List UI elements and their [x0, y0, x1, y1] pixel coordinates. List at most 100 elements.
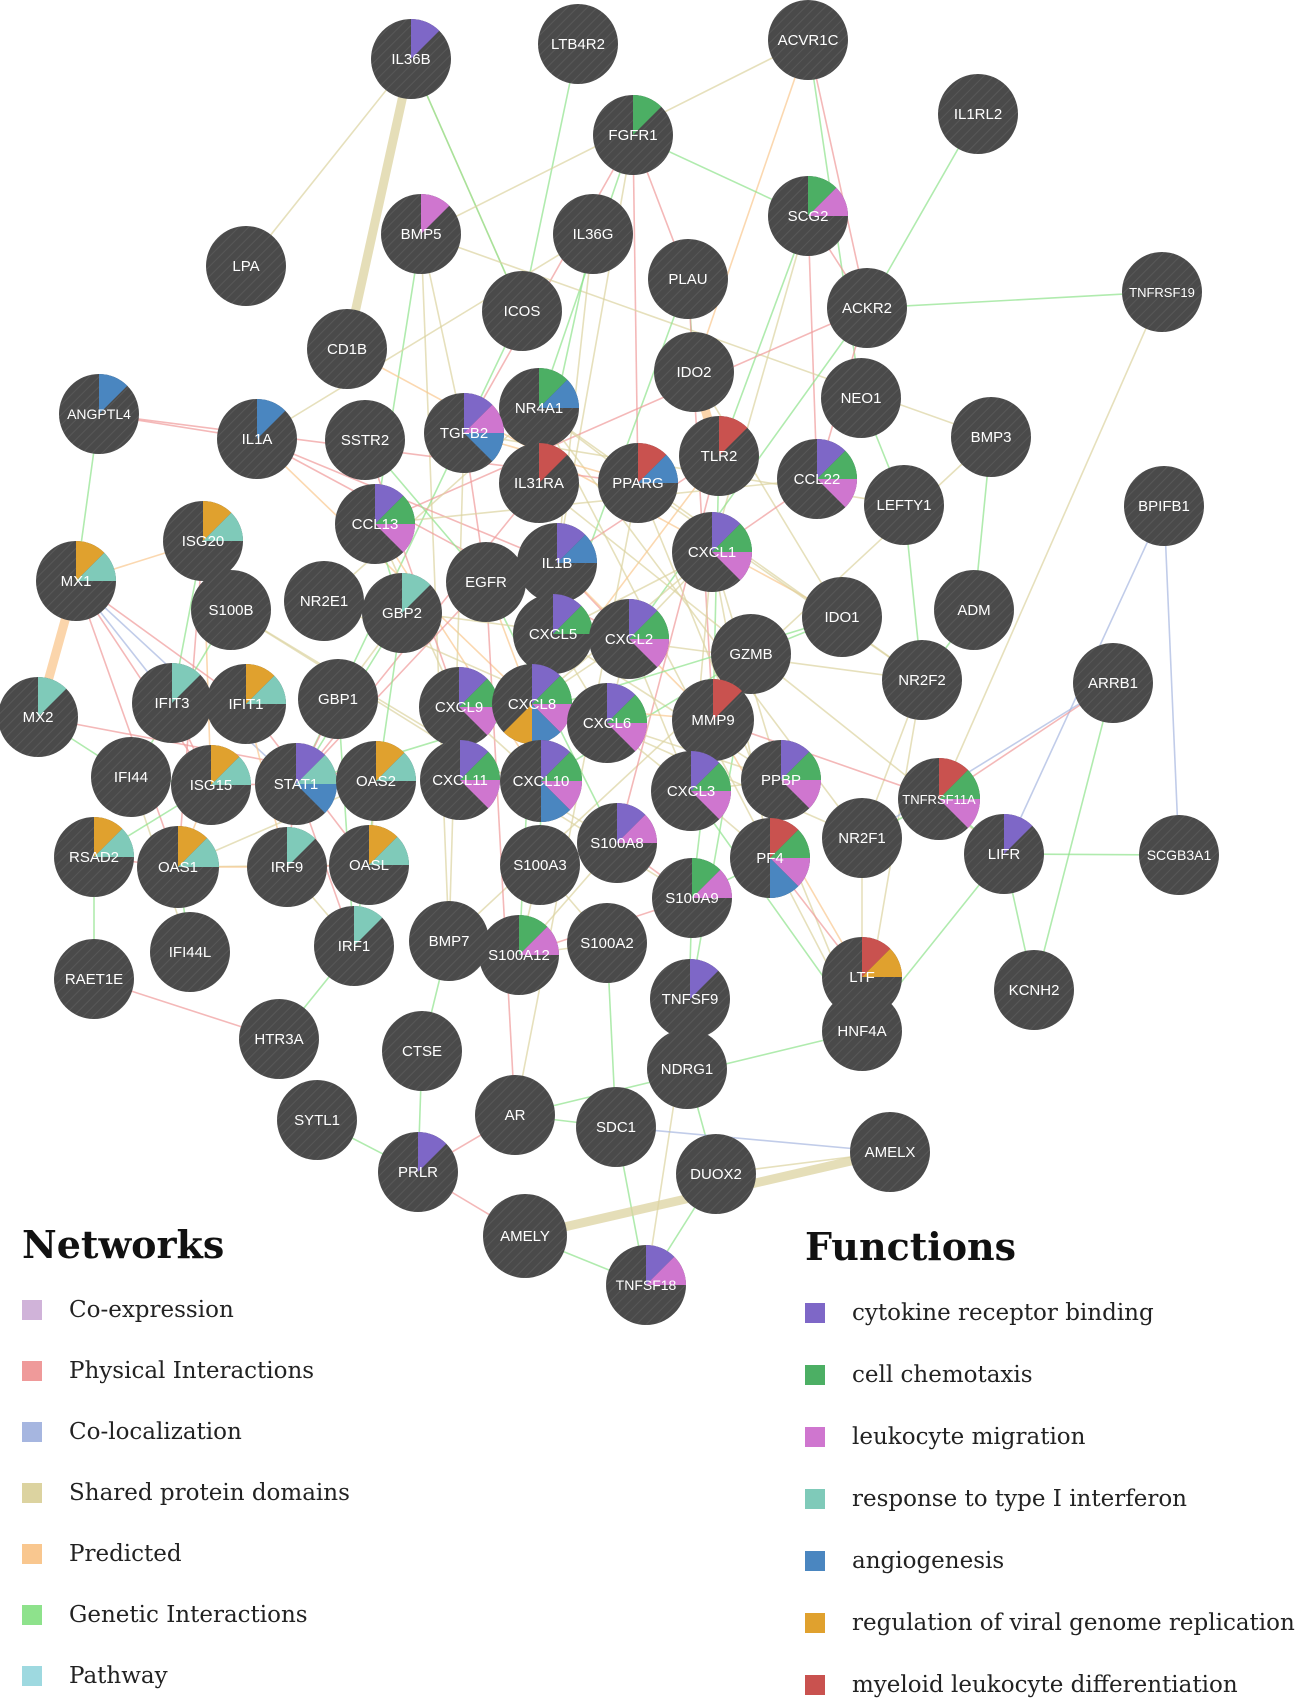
gene-node[interactable]: OAS1: [137, 826, 219, 908]
gene-node[interactable]: LEFTY1: [864, 465, 944, 545]
gene-node[interactable]: CCL22: [777, 439, 857, 519]
gene-node[interactable]: OAS2: [336, 741, 416, 821]
gene-node[interactable]: S100A9: [652, 858, 732, 938]
network-color-swatch: [22, 1483, 42, 1503]
gene-node[interactable]: GBP1: [298, 659, 378, 739]
gene-node[interactable]: CXCL6: [567, 683, 647, 763]
gene-node[interactable]: AMELY: [483, 1194, 567, 1278]
gene-node-label: IFIT3: [154, 695, 189, 712]
gene-node[interactable]: HTR3A: [239, 999, 319, 1079]
gene-node[interactable]: SCG2: [768, 176, 848, 256]
gene-node[interactable]: BMP5: [381, 194, 461, 274]
gene-node[interactable]: NEO1: [821, 358, 901, 438]
gene-node[interactable]: MX1: [36, 541, 116, 621]
gene-node[interactable]: IL1A: [217, 399, 297, 479]
gene-node[interactable]: PPARG: [598, 443, 678, 523]
gene-node[interactable]: CXCL10: [500, 740, 582, 822]
gene-node[interactable]: BMP7: [409, 901, 489, 981]
gene-node[interactable]: MX2: [0, 677, 78, 757]
gene-node[interactable]: GBP2: [362, 573, 442, 653]
gene-node[interactable]: HNF4A: [822, 991, 902, 1071]
gene-node[interactable]: LTB4R2: [538, 4, 618, 84]
gene-node[interactable]: CXCL2: [589, 599, 669, 679]
gene-node[interactable]: IL36G: [553, 194, 633, 274]
gene-node[interactable]: TGFB2: [424, 393, 504, 473]
gene-node[interactable]: BMP3: [951, 397, 1031, 477]
function-slice: [553, 605, 593, 634]
gene-node[interactable]: CCL13: [335, 484, 415, 564]
gene-node[interactable]: CXCL3: [651, 751, 731, 831]
gene-node[interactable]: IFIT1: [206, 664, 286, 744]
gene-node[interactable]: ISG20: [163, 501, 243, 581]
gene-node[interactable]: AR: [475, 1075, 555, 1155]
gene-node[interactable]: CXCL8: [492, 664, 572, 744]
gene-node[interactable]: GZMB: [711, 614, 791, 694]
gene-node[interactable]: IFIT3: [132, 663, 212, 743]
gene-node[interactable]: CTSE: [382, 1011, 462, 1091]
gene-node[interactable]: FGFR1: [593, 95, 673, 175]
gene-node[interactable]: IDO2: [654, 332, 734, 412]
gene-node[interactable]: NR2E1: [284, 561, 364, 641]
gene-node[interactable]: SCGB3A1: [1139, 815, 1219, 895]
gene-node[interactable]: S100A2: [567, 903, 647, 983]
gene-node[interactable]: IL1B: [517, 523, 597, 603]
gene-node[interactable]: S100B: [191, 570, 271, 650]
gene-node[interactable]: TNFRSF19: [1122, 252, 1202, 332]
gene-node[interactable]: SDC1: [576, 1087, 656, 1167]
gene-node[interactable]: IRF9: [247, 827, 327, 907]
gene-node[interactable]: TNFSF18: [606, 1245, 686, 1325]
gene-node[interactable]: S100A12: [479, 915, 559, 995]
gene-node[interactable]: NR2F2: [882, 640, 962, 720]
gene-node[interactable]: BPIFB1: [1124, 466, 1204, 546]
gene-node[interactable]: IL31RA: [499, 443, 579, 523]
gene-node[interactable]: PLAU: [648, 239, 728, 319]
gene-node[interactable]: RSAD2: [54, 817, 134, 897]
gene-node[interactable]: NDRG1: [647, 1029, 727, 1109]
gene-node[interactable]: NR4A1: [499, 368, 579, 448]
gene-node[interactable]: IDO1: [802, 577, 882, 657]
gene-node[interactable]: LIFR: [964, 814, 1044, 894]
function-slice: [94, 817, 123, 857]
gene-node[interactable]: PPBP: [741, 740, 821, 820]
gene-node[interactable]: TLR2: [679, 416, 759, 496]
gene-node[interactable]: IFI44L: [150, 912, 230, 992]
gene-node[interactable]: IL36B: [371, 19, 451, 99]
gene-node[interactable]: SYTL1: [277, 1080, 357, 1160]
gene-node[interactable]: STAT1: [255, 743, 337, 825]
gene-node[interactable]: NR2F1: [822, 798, 902, 878]
gene-node-label: CXCL3: [667, 783, 715, 800]
gene-node[interactable]: ADM: [934, 570, 1014, 650]
gene-node[interactable]: DUOX2: [676, 1134, 756, 1214]
gene-node[interactable]: KCNH2: [994, 950, 1074, 1030]
gene-node[interactable]: PF4: [730, 818, 810, 898]
function-slice: [172, 663, 201, 703]
gene-node[interactable]: PRLR: [378, 1132, 458, 1212]
gene-node-label: TNFRSF19: [1129, 285, 1195, 300]
gene-node[interactable]: ICOS: [482, 271, 562, 351]
gene-node[interactable]: LPA: [206, 226, 286, 306]
gene-node[interactable]: S100A8: [577, 803, 657, 883]
gene-node[interactable]: S100A3: [500, 825, 580, 905]
gene-node[interactable]: AMELX: [850, 1112, 930, 1192]
gene-node[interactable]: ACVR1C: [768, 0, 848, 80]
gene-node[interactable]: EGFR: [446, 542, 526, 622]
gene-node[interactable]: CXCL9: [419, 667, 499, 747]
gene-node[interactable]: OASL: [329, 825, 409, 905]
gene-node-label: CXCL9: [435, 699, 483, 716]
gene-node[interactable]: CD1B: [307, 309, 387, 389]
gene-node[interactable]: SSTR2: [325, 400, 405, 480]
gene-node[interactable]: CXCL11: [420, 740, 500, 820]
gene-node[interactable]: IL1RL2: [938, 74, 1018, 154]
gene-node[interactable]: CXCL1: [672, 512, 752, 592]
gene-node[interactable]: MMP9: [672, 679, 754, 761]
gene-node[interactable]: TNFSF9: [650, 959, 730, 1039]
gene-node[interactable]: TNFRSF11A: [898, 758, 980, 840]
gene-node[interactable]: CXCL5: [513, 594, 593, 674]
gene-node[interactable]: IRF1: [314, 906, 394, 986]
gene-node[interactable]: ARRB1: [1073, 643, 1153, 723]
gene-node[interactable]: ANGPTL4: [59, 374, 139, 454]
gene-node[interactable]: RAET1E: [54, 939, 134, 1019]
gene-node[interactable]: ACKR2: [827, 268, 907, 348]
gene-node[interactable]: IFI44: [91, 737, 171, 817]
gene-node[interactable]: ISG15: [171, 745, 251, 825]
